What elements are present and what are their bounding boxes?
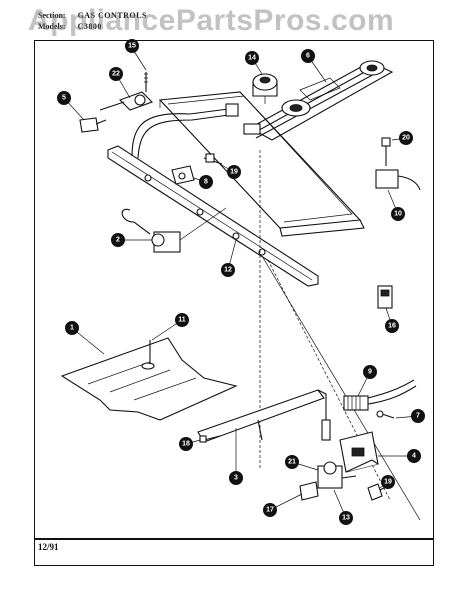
- model-header: Models: C3800: [38, 22, 102, 31]
- svg-text:20: 20: [402, 135, 410, 142]
- svg-text:14: 14: [248, 55, 256, 62]
- svg-text:17: 17: [266, 507, 274, 514]
- callout-22: 22: [109, 67, 131, 99]
- svg-text:18: 18: [182, 441, 190, 448]
- manifold-pipe: [107, 145, 319, 287]
- callout-15: 15: [125, 39, 147, 71]
- svg-text:4: 4: [412, 453, 416, 460]
- svg-text:21: 21: [288, 459, 296, 466]
- support-frame: [158, 91, 365, 237]
- callout-3: 3: [229, 428, 243, 485]
- burner-tube: [197, 389, 331, 443]
- model-label: Models:: [38, 22, 66, 31]
- callout-17: 17: [263, 493, 303, 517]
- svg-text:3: 3: [234, 475, 238, 482]
- callout-8: 8: [193, 175, 213, 189]
- svg-text:13: 13: [342, 515, 350, 522]
- relay-part: [377, 285, 393, 309]
- safety-valve: [299, 461, 357, 501]
- svg-text:22: 22: [112, 71, 120, 78]
- watermark: AppliancePartsPros.com: [28, 4, 395, 37]
- callout-11: 11: [151, 313, 189, 341]
- igniter-module: [375, 137, 421, 191]
- svg-text:7: 7: [416, 413, 420, 420]
- callout-1: 1: [65, 321, 105, 355]
- svg-text:1: 1: [70, 325, 74, 332]
- svg-text:10: 10: [394, 211, 402, 218]
- callout-14: 14: [245, 51, 263, 75]
- svg-text:15: 15: [128, 43, 136, 50]
- callout-12: 12: [221, 239, 237, 277]
- valve-assembly: [99, 72, 153, 111]
- section-value: GAS CONTROLS: [77, 11, 147, 20]
- callout-20: 20: [391, 131, 413, 145]
- burner-assembly: [243, 60, 394, 141]
- callout-9: 9: [357, 365, 377, 397]
- callout-19-upper: 19: [219, 163, 241, 179]
- valve-fitting-part: [171, 165, 195, 185]
- callout-18: 18: [179, 437, 201, 451]
- diagram-frame: [34, 40, 434, 566]
- heat-shield-plate: [60, 337, 238, 421]
- svg-text:19: 19: [384, 479, 392, 486]
- mounting-bracket: [339, 431, 379, 473]
- valve-knob-part: [79, 117, 107, 133]
- callout-21: 21: [285, 455, 319, 471]
- svg-text:8: 8: [204, 179, 208, 186]
- callout-13: 13: [333, 489, 353, 525]
- svg-text:11: 11: [178, 317, 186, 324]
- screw-part: [199, 435, 221, 443]
- orifice-part: [203, 153, 223, 165]
- revision-date: 12/91: [38, 542, 59, 552]
- section-label: Section:: [38, 11, 66, 20]
- footer-rule: [34, 538, 434, 540]
- section-header: Section: GAS CONTROLS: [38, 11, 147, 20]
- burner-valve-part: [252, 73, 278, 104]
- clip-part: [376, 410, 395, 419]
- thermostat: [121, 207, 227, 253]
- callout-19-lower: 19: [379, 475, 395, 489]
- svg-text:19: 19: [230, 169, 238, 176]
- callout-2: 2: [111, 233, 152, 247]
- svg-text:5: 5: [62, 95, 66, 102]
- callout-7: 7: [395, 409, 425, 423]
- callout-5: 5: [57, 91, 85, 121]
- callout-6: 6: [301, 49, 327, 83]
- callout-4: 4: [378, 449, 421, 463]
- svg-text:16: 16: [388, 323, 396, 330]
- svg-text:9: 9: [368, 369, 372, 376]
- svg-text:6: 6: [306, 53, 310, 60]
- leader-lines: [259, 150, 421, 521]
- callout-16: 16: [385, 307, 399, 333]
- callout-10: 10: [387, 189, 405, 221]
- model-value: C3800: [77, 22, 102, 31]
- svg-text:12: 12: [224, 267, 232, 274]
- svg-text:2: 2: [116, 237, 120, 244]
- wire-connector: [343, 379, 417, 411]
- gas-supply-tube: [131, 103, 239, 159]
